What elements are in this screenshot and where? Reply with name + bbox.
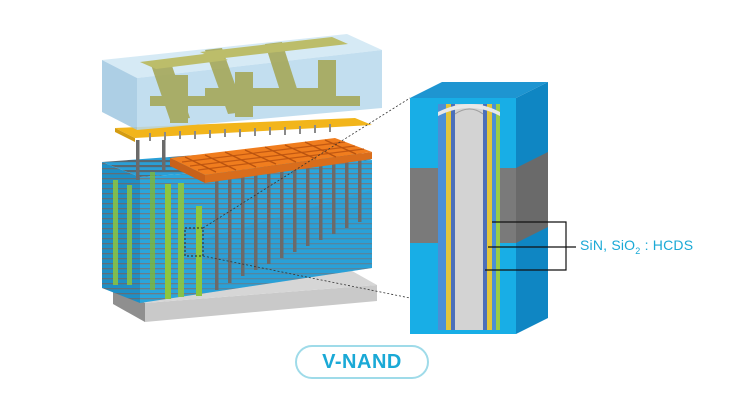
bitline-plate <box>170 138 372 183</box>
zoom-focus-box <box>184 227 204 257</box>
substrate <box>145 285 377 322</box>
zoomed-channel <box>410 82 548 334</box>
channel-layers <box>438 104 500 330</box>
interconnect-cap <box>102 34 382 130</box>
diagram-title-badge: V-NAND <box>295 345 429 379</box>
contact-pins <box>149 124 331 141</box>
callout-label: SiN, SiO2 : HCDS <box>580 237 694 256</box>
layer-stack-front-left <box>102 162 140 303</box>
channel-columns <box>113 172 202 299</box>
diagram-title: V-NAND <box>322 350 402 373</box>
callout-bracket <box>485 221 576 271</box>
vertical-contacts <box>136 140 362 290</box>
nand-block <box>102 34 382 322</box>
zoom-guide-lines <box>202 97 411 299</box>
